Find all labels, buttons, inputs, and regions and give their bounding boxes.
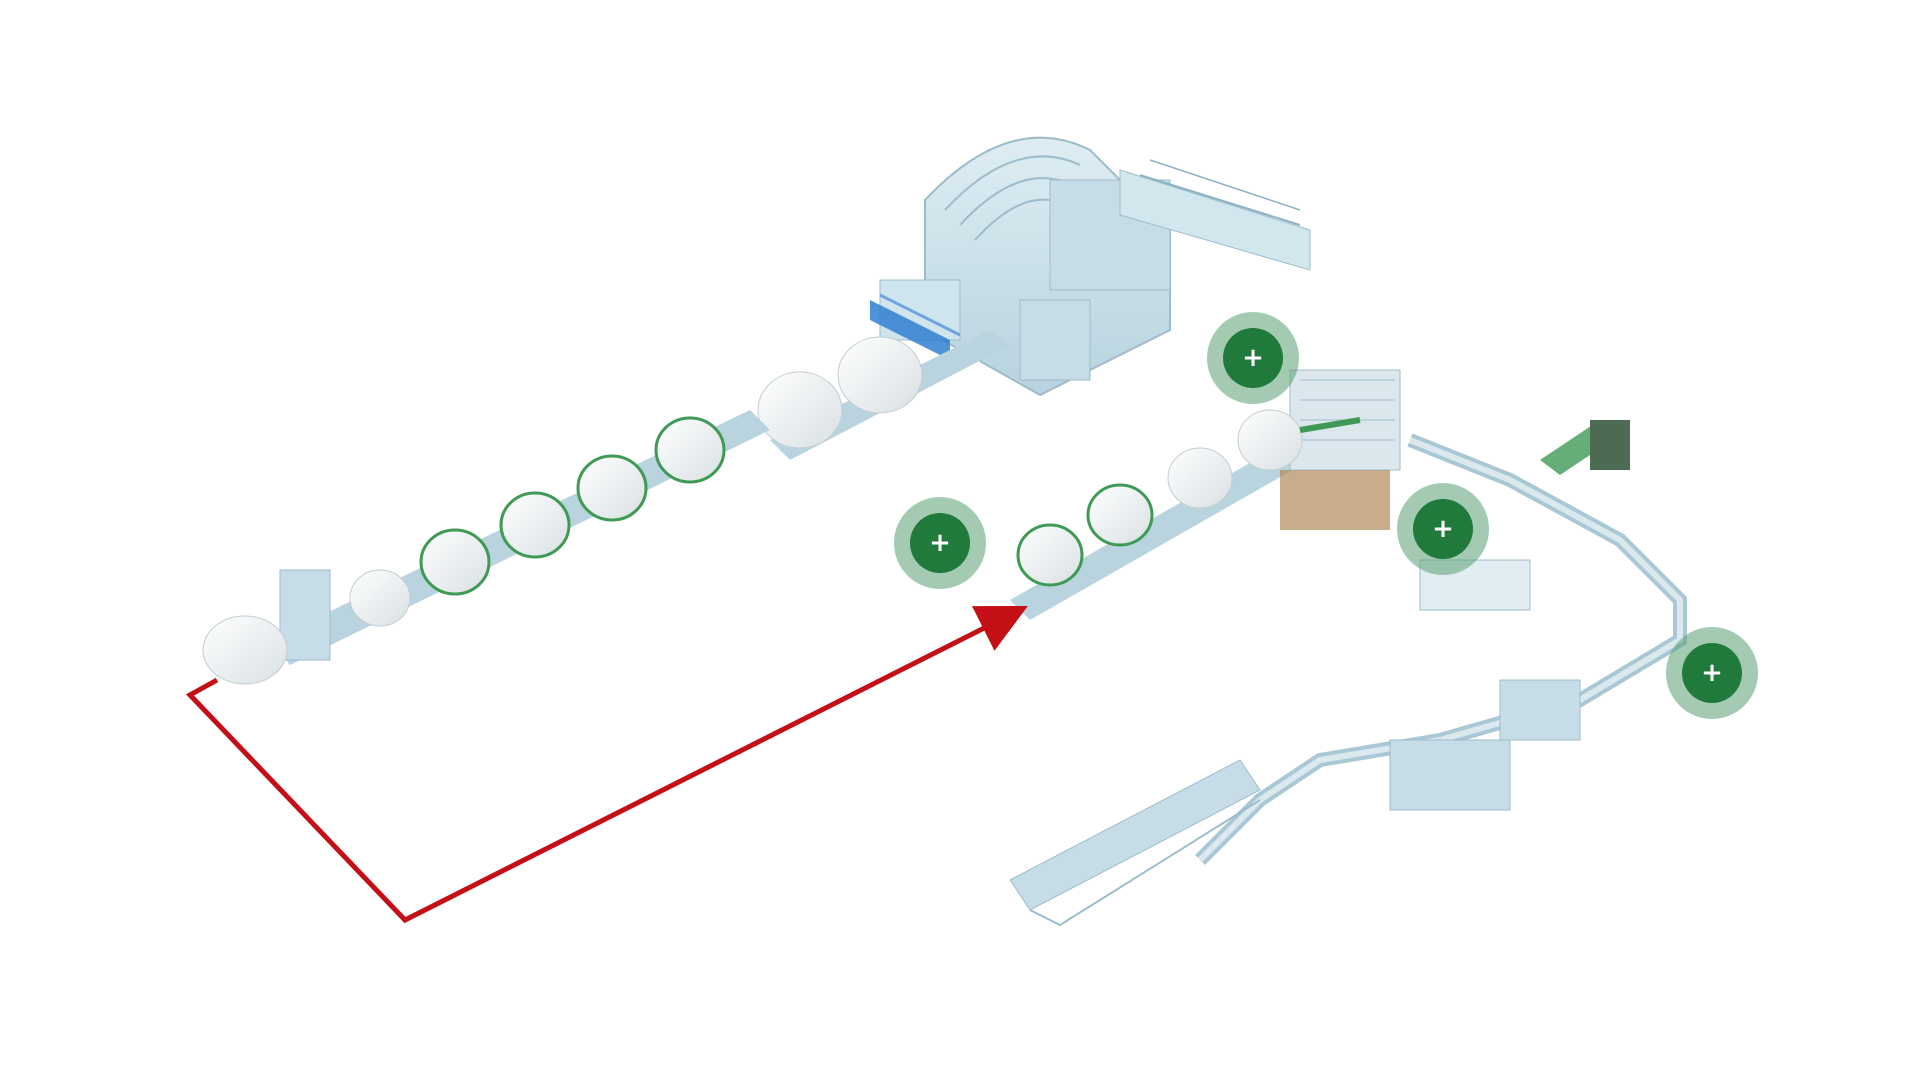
paper-machine (870, 136, 1311, 397)
plus-icon: + (1413, 499, 1473, 559)
parent-roll-line (202, 410, 770, 685)
hotspot-converting-line[interactable]: + (894, 497, 986, 589)
conveyor-packaging (1009, 420, 1687, 927)
reel-section (757, 330, 1010, 460)
flow-arrow (185, 605, 1028, 924)
converting-line (1010, 369, 1401, 620)
plus-icon: + (910, 513, 970, 573)
hotspot-packaging[interactable]: + (1666, 627, 1758, 719)
hotspot-paper-machine[interactable]: + (1207, 312, 1299, 404)
plus-icon: + (1223, 328, 1283, 388)
hotspot-log-saw[interactable]: + (1397, 483, 1489, 575)
plus-icon: + (1682, 643, 1742, 703)
